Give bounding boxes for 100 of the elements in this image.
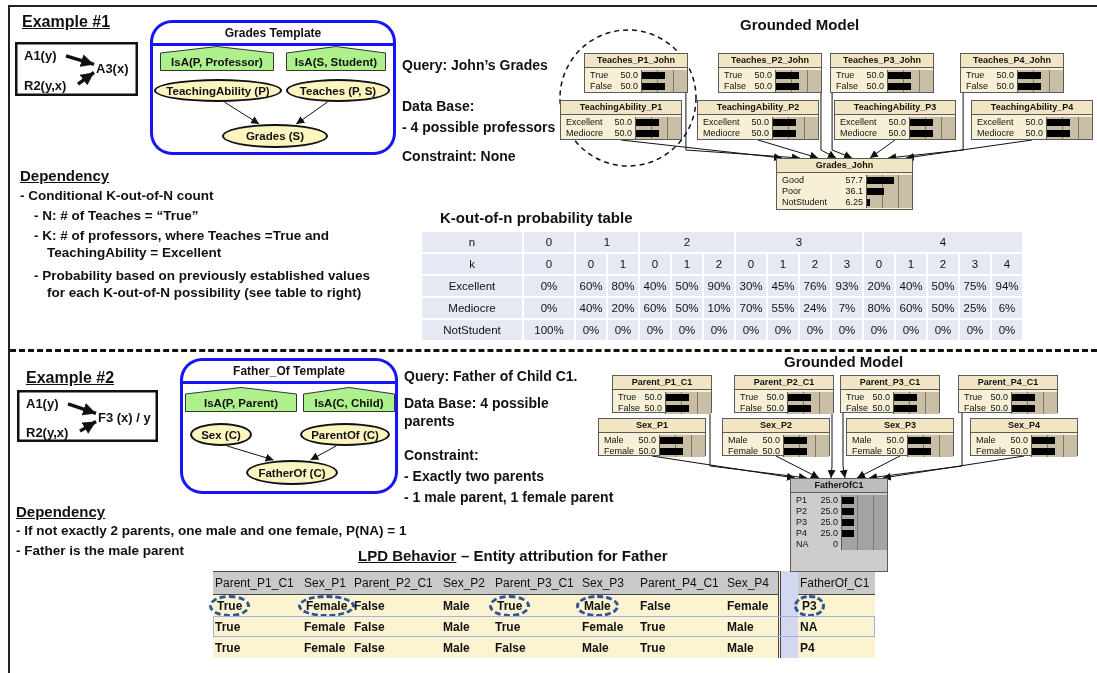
- node-label: ParentOf (C): [311, 428, 379, 441]
- state-label: True: [723, 70, 744, 81]
- belief-node: [697, 100, 819, 140]
- table-cell: 24%: [800, 298, 830, 318]
- belief-node: [834, 100, 956, 140]
- state-value: 50.0: [638, 435, 657, 446]
- heading-text: – Entity attribution for Father: [461, 547, 668, 566]
- table-cell: 55%: [768, 298, 798, 318]
- node-title: Sex_P2: [723, 419, 829, 433]
- node-title: Grades_John: [777, 159, 912, 173]
- state-value: 50.0: [996, 70, 1015, 81]
- state-value: 25.0: [820, 506, 839, 517]
- state-label: True: [739, 392, 760, 403]
- node-title: Parent_P2_C1: [735, 376, 833, 390]
- column-header: Parent_P4_C1: [638, 571, 725, 595]
- state-value: 50.0: [888, 128, 907, 139]
- table-cell-text: NA: [799, 618, 819, 636]
- table-cell: 6%: [992, 298, 1022, 318]
- belief-node: [612, 375, 712, 413]
- info-text: - 1 male parent, 1 female parent: [404, 489, 615, 507]
- state-label: True: [845, 392, 866, 403]
- state-label: Female: [851, 446, 883, 457]
- table-cell: 0: [736, 254, 766, 274]
- table-cell-text: False: [353, 618, 386, 636]
- table-cell: 0: [576, 254, 606, 274]
- node-title: Sex_P4: [971, 419, 1077, 433]
- column-header: Sex_P2: [441, 571, 493, 595]
- state-value: 50.0: [866, 70, 885, 81]
- arrow: [226, 445, 275, 462]
- list-item: - N: # of Teaches = “True”: [34, 208, 200, 225]
- table-cell-text: P4: [799, 639, 816, 657]
- state-value: 50.0: [620, 70, 639, 81]
- state-value: 50.0: [996, 81, 1015, 92]
- state-value: 57.7: [845, 175, 864, 186]
- info-text: Data Base:: [402, 98, 475, 116]
- belief-node: [584, 53, 688, 93]
- info-text: Query: Father of Child C1.: [404, 368, 579, 386]
- table-cell: 1: [896, 254, 926, 274]
- table-cell: 0%: [736, 320, 766, 340]
- table-cell-text: Female: [303, 639, 347, 657]
- table-cell: 0%: [928, 320, 958, 340]
- table-cell: 90%: [704, 276, 734, 296]
- state-value: 50.0: [762, 446, 781, 457]
- node-label: Grades (S): [245, 130, 305, 142]
- arrow: [295, 101, 329, 125]
- table-cell: 50%: [928, 298, 958, 318]
- info-text: Constraint:: [404, 447, 479, 465]
- state-label: Male: [727, 435, 749, 446]
- table-cell: 45%: [768, 276, 798, 296]
- table-cell: 1: [576, 232, 638, 252]
- table-cell: Excellent: [422, 276, 522, 296]
- node-label: IsA(P, Parent): [204, 396, 278, 411]
- table-cell: 0%: [672, 320, 702, 340]
- arrow: [831, 92, 853, 159]
- info-text: - Exactly two parents: [404, 468, 545, 486]
- circled-cell: True: [489, 594, 531, 617]
- node-label: Sex (C): [201, 428, 241, 441]
- table-cell: 0%: [896, 320, 926, 340]
- state-label: Female: [975, 446, 1007, 457]
- table-cell: 76%: [800, 276, 830, 296]
- column-header: Parent_P3_C1: [493, 571, 580, 595]
- state-value: 50.0: [762, 435, 781, 446]
- state-label: False: [965, 81, 989, 92]
- column-header: Parent_P2_C1: [352, 571, 441, 595]
- table-cell: 50%: [672, 298, 702, 318]
- arrow: [223, 101, 260, 125]
- table-cell-text: True: [639, 618, 667, 636]
- node-label: IsA(P, Professor): [171, 55, 263, 70]
- belief-node: [971, 100, 1093, 140]
- section-heading: Dependency: [20, 167, 110, 186]
- list-item: - Conditional K-out-of-N count: [20, 188, 215, 205]
- state-value: 50.0: [886, 446, 905, 457]
- pentagon-node: [303, 387, 395, 412]
- state-label: Excellent: [702, 117, 741, 128]
- state-label: Female: [727, 446, 759, 457]
- table-cell: 0%: [576, 320, 606, 340]
- rule-box: [15, 42, 138, 96]
- table-cell: 1: [672, 254, 702, 274]
- state-value: 50.0: [644, 403, 663, 414]
- table-cell: 50%: [672, 276, 702, 296]
- state-value: 50.0: [754, 70, 773, 81]
- state-label: False: [589, 81, 613, 92]
- term-label: A3(x): [94, 59, 136, 77]
- belief-node: [776, 158, 913, 210]
- table-cell: 0%: [864, 320, 894, 340]
- info-text: Query: John’s Grades: [402, 57, 548, 75]
- state-value: 50.0: [1010, 446, 1029, 457]
- table-cell: 0%: [992, 320, 1022, 340]
- table-cell: 2: [704, 254, 734, 274]
- table-cell: 0%: [768, 320, 798, 340]
- table-cell: 0%: [524, 298, 574, 318]
- info-text: Constraint: None: [402, 148, 516, 166]
- node-title: Sex_P1: [599, 419, 705, 433]
- state-value: 50.0: [1025, 128, 1044, 139]
- table-cell: 4: [992, 254, 1022, 274]
- table-cell: 0%: [640, 320, 670, 340]
- arrow: [67, 402, 97, 416]
- state-label: Female: [603, 446, 635, 457]
- table-cell: 10%: [704, 298, 734, 318]
- state-label: Male: [851, 435, 873, 446]
